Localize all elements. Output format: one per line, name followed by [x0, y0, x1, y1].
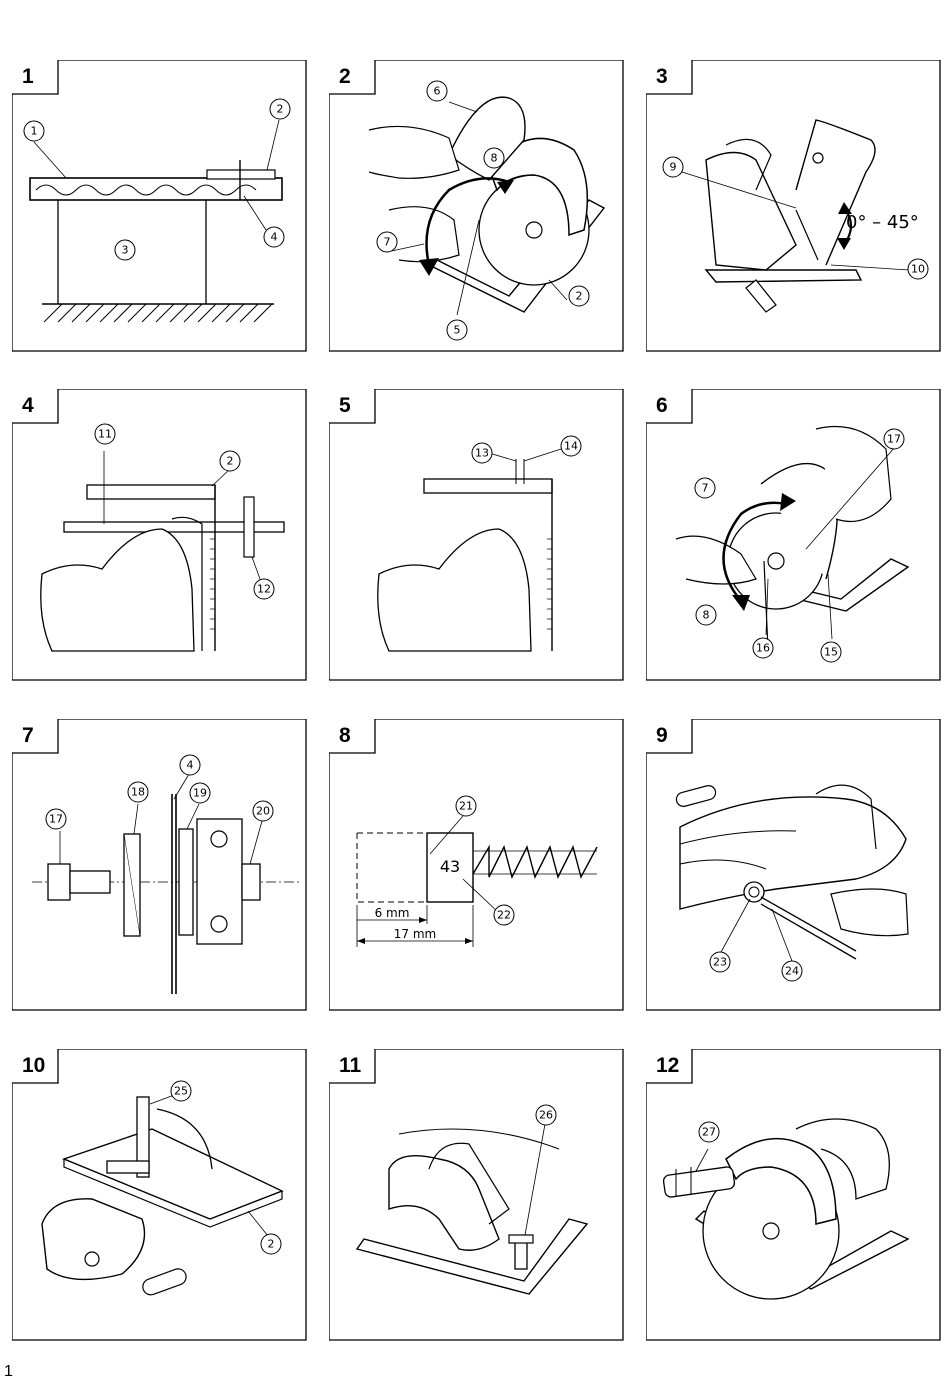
panel-frame	[329, 1049, 624, 1341]
panel-number: 12	[656, 1054, 680, 1077]
callout-label: 27	[702, 1126, 716, 1139]
panel-frame	[329, 60, 624, 352]
guard-adjustment-illustration	[368, 96, 606, 316]
panel-number: 1	[22, 65, 34, 88]
callout-label: 15	[824, 646, 838, 659]
callout-label: 7	[384, 236, 391, 249]
panel-frame	[646, 1049, 941, 1341]
callout-markers: 13 14	[471, 435, 582, 464]
callout-label: 5	[454, 324, 461, 337]
figure-panel-4: 4 11 2 12	[12, 389, 307, 681]
callout-markers: 26	[535, 1104, 557, 1126]
blade-assembly-exploded-view	[32, 773, 302, 994]
parallel-guide-illustration	[40, 451, 285, 652]
panel-frame	[329, 389, 624, 681]
panel-number: 6	[656, 394, 668, 417]
panel-frame	[646, 60, 941, 352]
callout-label: 2	[576, 290, 583, 303]
callout-label: 22	[497, 909, 511, 922]
callout-label: 21	[459, 800, 473, 813]
figure-panel-1: 1 1 2 3 4	[12, 60, 307, 352]
callout-label: 17	[49, 813, 63, 826]
dimension-17mm: 17 mm	[394, 927, 436, 941]
base-stop-adjustment-illustration	[355, 1123, 589, 1295]
callout-label: 2	[227, 455, 234, 468]
callout-label: 4	[187, 759, 194, 772]
callout-label: 16	[756, 642, 770, 655]
callout-markers: 17 18 4 19 20	[45, 754, 274, 830]
callout-markers: 25 2	[170, 1080, 282, 1255]
callout-label: 12	[257, 583, 271, 596]
callout-label: 25	[174, 1085, 188, 1098]
bevel-angle-illustration: 0° – 45°	[681, 119, 919, 313]
panel-number: 3	[656, 65, 668, 88]
callout-label: 23	[713, 956, 727, 969]
figure-panel-5: 5 13 14	[329, 389, 624, 681]
callout-label: 18	[131, 786, 145, 799]
cut-line-indicator-illustration	[377, 448, 562, 652]
page-number: 1	[4, 1363, 13, 1380]
panel-frame	[12, 60, 307, 352]
bevel-angle-range-label: 0° – 45°	[846, 212, 919, 233]
cutting-depth-diagram: 43 6 mm 17 mm	[356, 815, 598, 947]
callout-label: 3	[122, 244, 129, 257]
figure-panel-11: 11 26	[329, 1049, 624, 1341]
panel-number: 10	[22, 1054, 46, 1077]
square-check-illustration	[41, 1093, 284, 1296]
callout-label: 1	[31, 125, 38, 138]
callout-markers: 11 2 12	[94, 423, 275, 600]
panel-number: 11	[339, 1054, 362, 1077]
brush-inspection-illustration	[675, 784, 909, 962]
callout-label: 7	[702, 482, 709, 495]
callout-label: 8	[491, 152, 498, 165]
callout-label: 2	[268, 1238, 275, 1251]
panel-number: 5	[339, 394, 351, 417]
callout-label: 17	[887, 433, 901, 446]
figure-panel-3: 3 0° – 45° 9 10	[646, 60, 941, 352]
figure-panel-9: 9 23 24	[646, 719, 941, 1011]
callout-label: 4	[271, 231, 278, 244]
callout-markers: 9 10	[662, 156, 929, 280]
figure-panel-8: 8 43 6 mm 17 mm 21 22	[329, 719, 624, 1011]
callout-label: 14	[564, 440, 578, 453]
figure-panel-2: 2 6 8 7 5 2	[329, 60, 624, 352]
panel-frame	[12, 389, 307, 681]
figure-panel-7: 7 17 18 4 19 20	[12, 719, 307, 1011]
panel-frame	[12, 1049, 307, 1341]
panel-frame	[12, 719, 307, 1011]
figure-panel-6: 6 7 17 8 16 15	[646, 389, 941, 681]
callout-markers: 1 2 3 4	[23, 98, 291, 261]
callout-label: 6	[434, 85, 441, 98]
callout-markers: 6 8 7 5 2	[376, 80, 590, 341]
panel-number: 8	[339, 724, 351, 747]
callout-label: 19	[193, 787, 207, 800]
panel-number: 4	[22, 394, 34, 417]
dimension-6mm: 6 mm	[375, 906, 410, 920]
blade-change-illustration	[675, 425, 910, 650]
callout-markers: 21 22	[455, 795, 515, 926]
panel-frame	[646, 719, 941, 1011]
figure-panel-10: 10 25 2	[12, 1049, 307, 1341]
callout-label: 13	[475, 447, 489, 460]
callout-label: 11	[98, 428, 112, 441]
callout-label: 2	[277, 103, 284, 116]
callout-label: 10	[911, 263, 925, 276]
callout-label: 26	[539, 1109, 553, 1122]
callout-label: 24	[785, 965, 799, 978]
callout-label: 8	[703, 609, 710, 622]
callout-label: 9	[670, 161, 677, 174]
callout-markers: 27	[698, 1121, 720, 1143]
blade-tooth-count: 43	[440, 857, 460, 876]
panel-number: 9	[656, 724, 668, 747]
dust-extraction-illustration	[662, 1118, 910, 1300]
panel-number: 7	[22, 724, 34, 747]
panel-number: 2	[339, 65, 351, 88]
panel-frame	[646, 389, 941, 681]
callout-markers: 23 24	[709, 951, 803, 982]
panel-frame	[329, 719, 624, 1011]
figure-panel-12: 12 27	[646, 1049, 941, 1341]
callout-markers: 7 17 8 16 15	[694, 428, 905, 663]
workpiece-support-illustration	[29, 119, 283, 323]
callout-label: 20	[256, 805, 270, 818]
